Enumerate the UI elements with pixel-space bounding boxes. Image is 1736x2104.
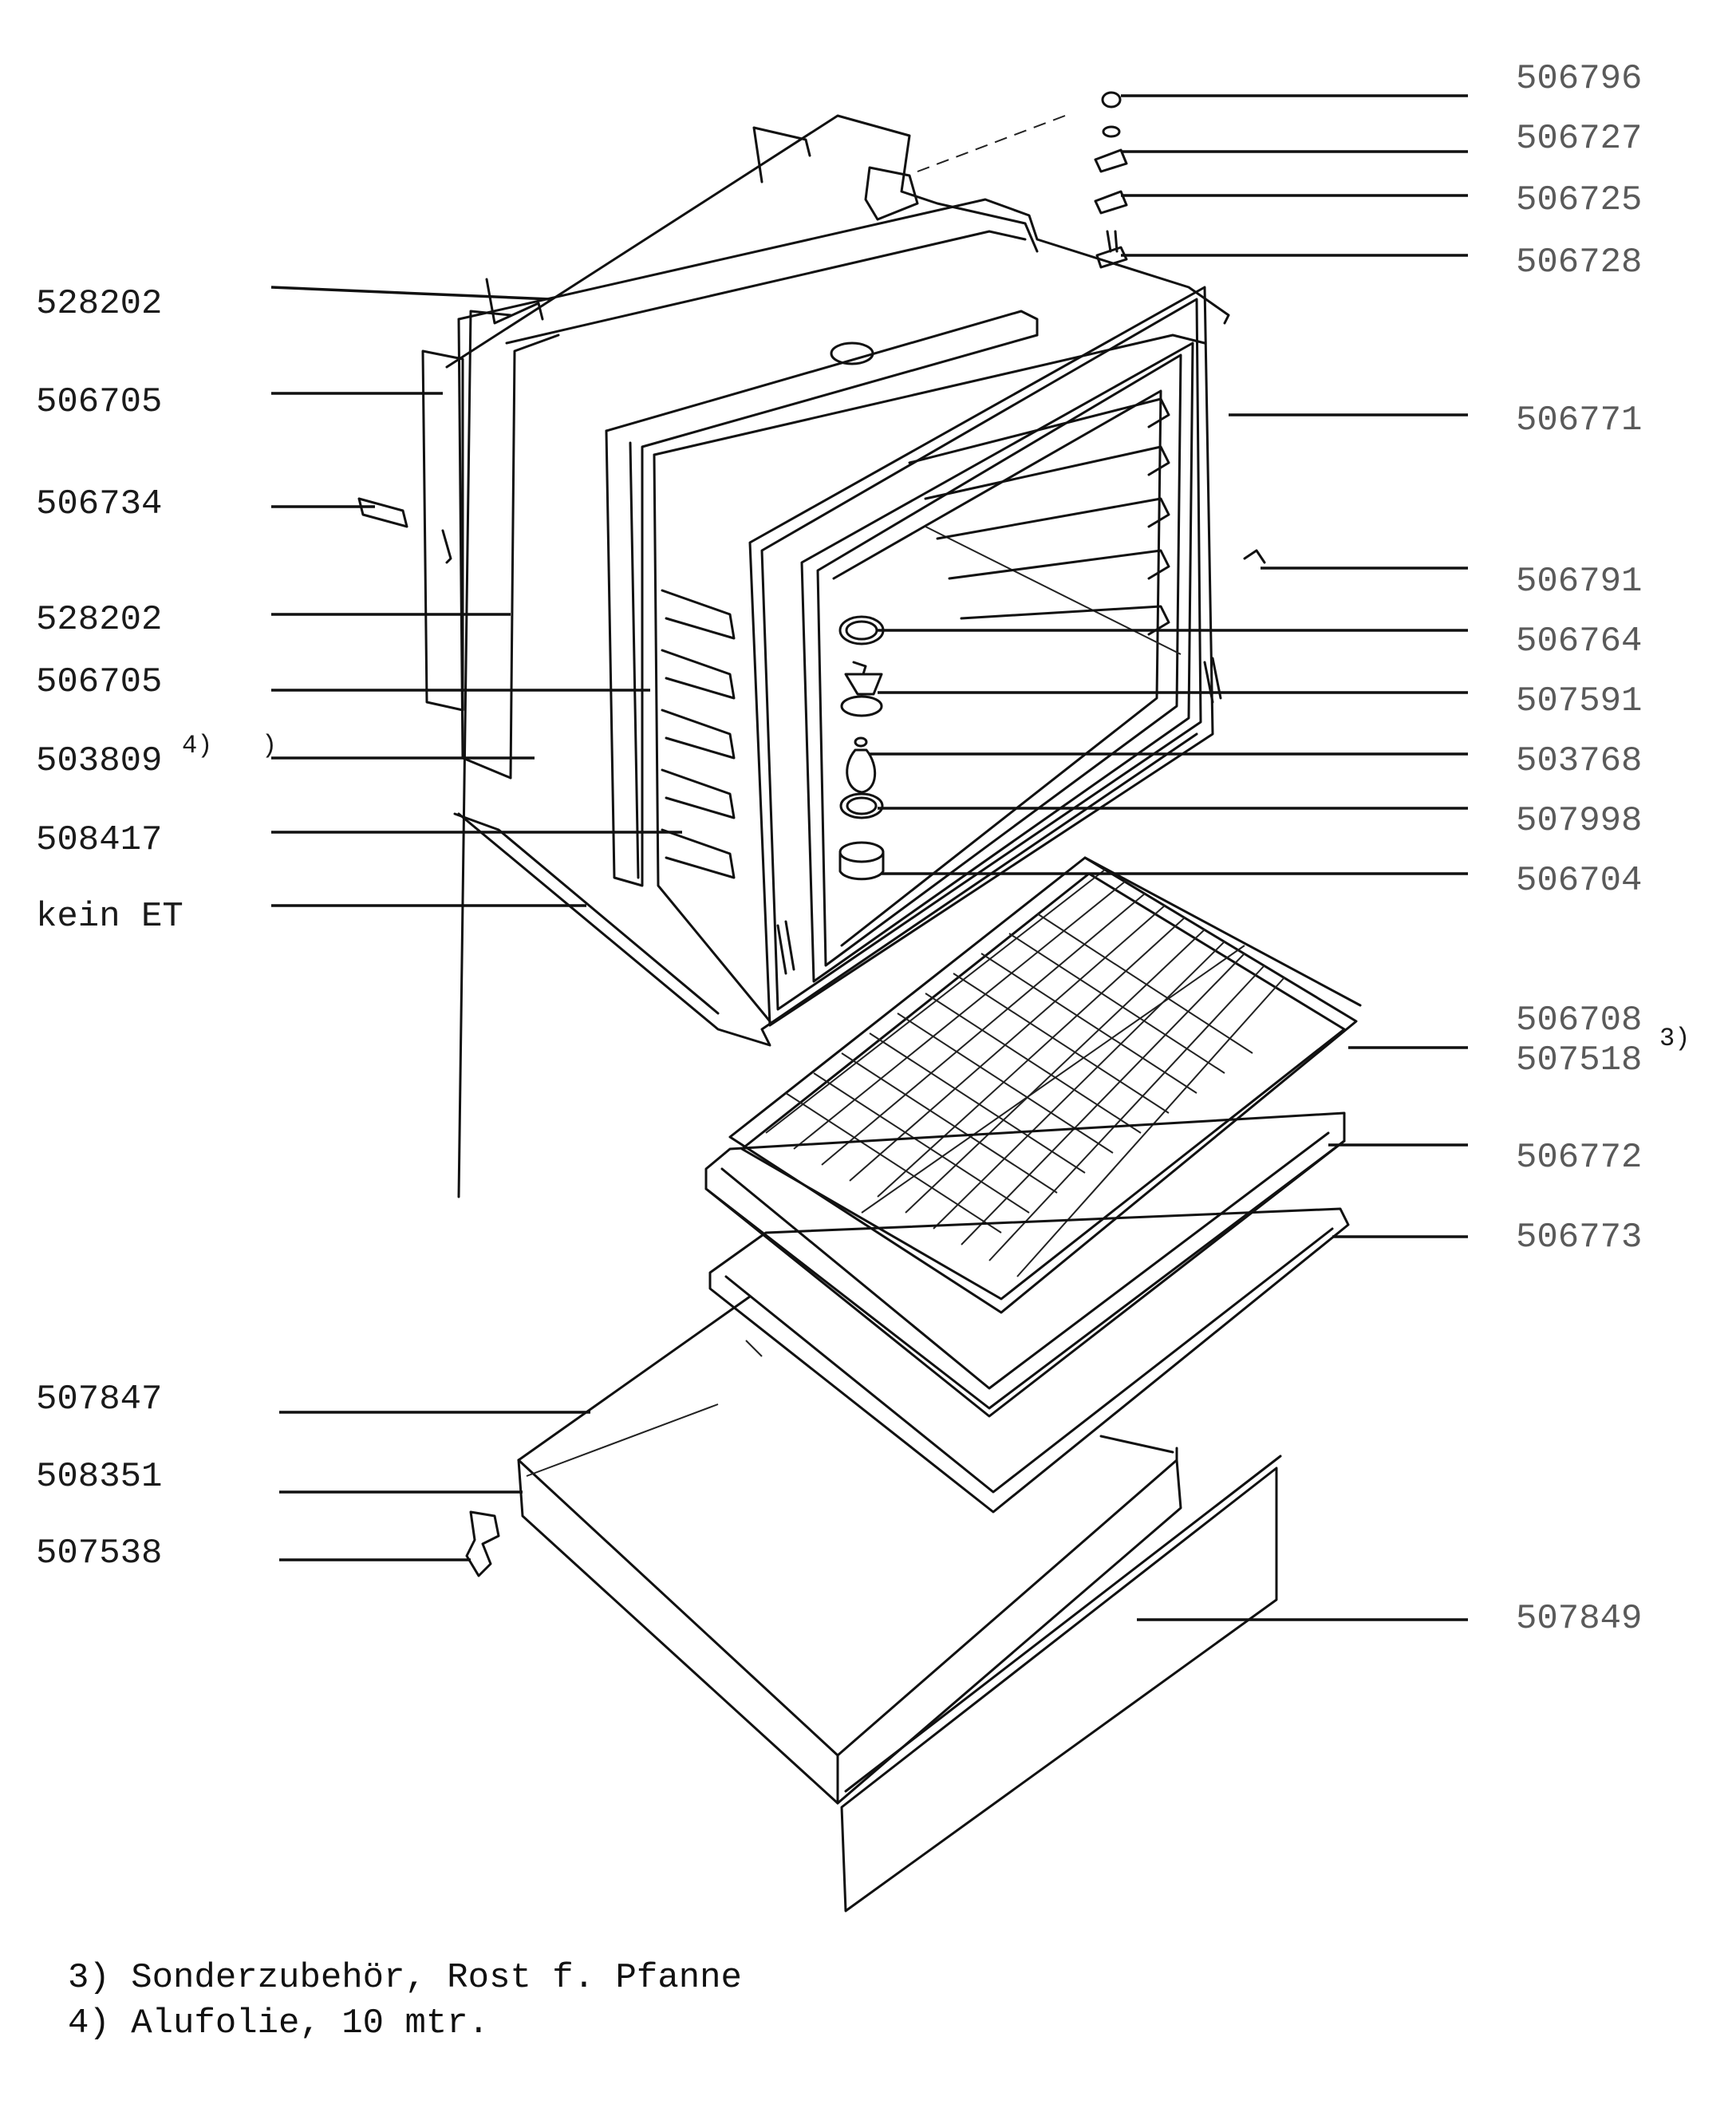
part-number-label: 506705	[36, 662, 162, 702]
part-number-label: 506764	[1516, 622, 1642, 661]
part-number-label: 507849	[1516, 1599, 1642, 1639]
footnote-3: 3) Sonderzubehör, Rost f. Pfanne	[68, 1958, 742, 1998]
part-number-label: 506705	[36, 382, 162, 422]
right-part-labels: 506796 506727 506725 506728 506771 50679…	[1516, 59, 1690, 1639]
no-spare-part-label: kein ET	[36, 897, 183, 937]
part-number-label: 528202	[36, 600, 162, 640]
footnote-4: 4) Alufolie, 10 mtr.	[68, 2003, 489, 2043]
part-number-label: 506771	[1516, 401, 1642, 440]
drawer-box	[465, 1295, 1282, 1913]
part-number-label: 528202	[36, 284, 162, 324]
part-number-label: 503768	[1516, 741, 1642, 781]
leader-lines	[270, 94, 1468, 1621]
footnote-marker: 4)	[182, 731, 212, 760]
part-number-label: 503809	[36, 741, 162, 781]
footnote-marker: 3)	[1659, 1024, 1690, 1053]
drip-pan	[708, 1207, 1350, 1514]
part-number-label: 506728	[1516, 243, 1642, 282]
part-number-label: 506772	[1516, 1138, 1642, 1178]
part-number-label: 507998	[1516, 801, 1642, 841]
part-number-label: 507847	[36, 1380, 162, 1419]
part-number-label: 506725	[1516, 180, 1642, 220]
part-number-label: 508417	[36, 820, 162, 860]
part-number-label: 506708	[1516, 1001, 1642, 1040]
part-number-label: 506734	[36, 484, 162, 524]
footnote-marker: )	[262, 731, 277, 760]
part-number-label: 508351	[36, 1457, 162, 1497]
footnotes: 3) Sonderzubehör, Rost f. Pfanne 4) Aluf…	[68, 1958, 742, 2043]
part-number-label: 507538	[36, 1534, 162, 1573]
part-number-label: 506796	[1516, 59, 1642, 99]
part-number-label: 506704	[1516, 861, 1642, 901]
baking-tray	[704, 1111, 1346, 1418]
oven-muffle-drawing	[357, 91, 1266, 1198]
part-number-label: 506791	[1516, 562, 1642, 602]
part-number-label: 507518	[1516, 1040, 1642, 1080]
left-part-labels: 528202 506705 506734 528202 506705 50380…	[36, 284, 277, 1573]
part-number-label: 507591	[1516, 681, 1642, 721]
part-number-label: 506773	[1516, 1218, 1642, 1257]
part-number-label: 506727	[1516, 119, 1642, 159]
